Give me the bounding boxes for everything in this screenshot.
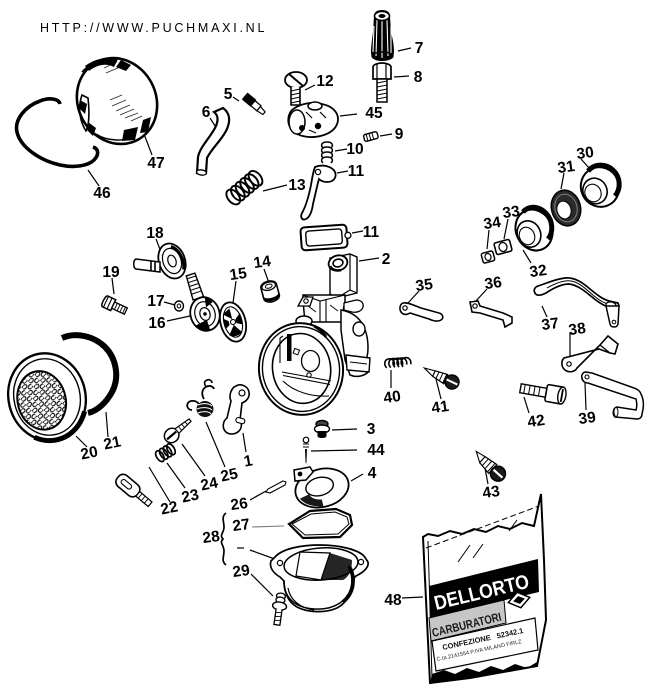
svg-text:3: 3 — [367, 421, 376, 438]
svg-text:38: 38 — [567, 320, 587, 339]
svg-text:36: 36 — [483, 274, 503, 293]
svg-text:6: 6 — [202, 104, 211, 121]
svg-text:14: 14 — [252, 253, 272, 272]
svg-text:34: 34 — [482, 214, 502, 233]
svg-text:19: 19 — [102, 264, 120, 281]
svg-text:33: 33 — [501, 203, 521, 222]
svg-text:27: 27 — [231, 516, 250, 535]
svg-text:22: 22 — [159, 498, 179, 518]
svg-text:46: 46 — [93, 185, 111, 202]
svg-text:8: 8 — [414, 69, 423, 86]
svg-text:31: 31 — [556, 158, 576, 177]
svg-text:40: 40 — [382, 388, 401, 407]
svg-text:47: 47 — [147, 155, 164, 172]
svg-text:28: 28 — [201, 528, 221, 547]
svg-text:12: 12 — [316, 73, 333, 90]
svg-text:20: 20 — [79, 443, 99, 463]
svg-text:5: 5 — [224, 86, 233, 103]
svg-text:29: 29 — [231, 562, 251, 581]
svg-text:41: 41 — [430, 398, 450, 417]
svg-text:39: 39 — [577, 409, 597, 428]
svg-text:35: 35 — [414, 276, 434, 295]
svg-text:48: 48 — [384, 592, 402, 609]
svg-text:11: 11 — [363, 224, 380, 241]
svg-text:45: 45 — [365, 105, 383, 122]
svg-text:42: 42 — [526, 412, 545, 431]
svg-text:HTTP://WWW.PUCHMAXI.NL: HTTP://WWW.PUCHMAXI.NL — [40, 21, 267, 35]
svg-text:9: 9 — [395, 126, 404, 143]
svg-text:37: 37 — [540, 315, 559, 334]
svg-text:25: 25 — [219, 465, 240, 485]
svg-text:26: 26 — [229, 495, 249, 514]
svg-text:2: 2 — [382, 251, 391, 268]
svg-text:1: 1 — [243, 452, 255, 470]
svg-text:21: 21 — [102, 433, 123, 453]
svg-text:7: 7 — [415, 40, 424, 57]
svg-text:16: 16 — [148, 315, 166, 332]
svg-text:23: 23 — [180, 486, 201, 506]
svg-text:15: 15 — [228, 265, 248, 284]
svg-text:17: 17 — [147, 293, 164, 310]
svg-text:24: 24 — [199, 474, 220, 494]
svg-text:43: 43 — [481, 483, 501, 502]
svg-text:18: 18 — [146, 225, 164, 242]
svg-text:30: 30 — [575, 144, 594, 163]
svg-text:44: 44 — [367, 442, 385, 459]
svg-text:4: 4 — [368, 465, 377, 482]
svg-text:10: 10 — [346, 141, 363, 158]
svg-text:13: 13 — [288, 177, 306, 194]
svg-text:32: 32 — [528, 262, 547, 281]
svg-text:11: 11 — [348, 163, 365, 180]
